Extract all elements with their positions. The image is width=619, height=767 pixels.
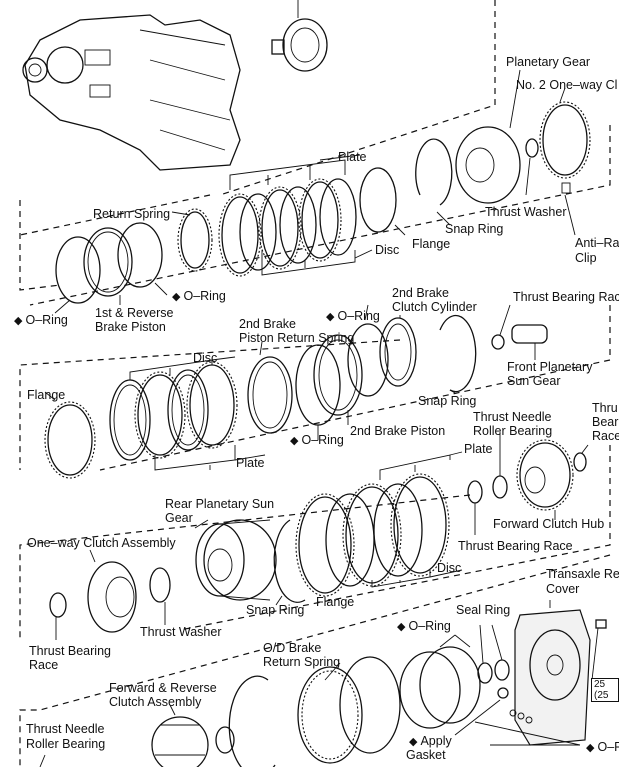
label-text: O–F xyxy=(597,740,619,754)
label-thrust-bearing-race-1: Thrust Bearing Rac xyxy=(513,290,619,304)
label-apply-gasket-1: ◆Apply xyxy=(409,734,452,749)
label-disc-2: Disc xyxy=(193,351,218,365)
diamond-icon: ◆ xyxy=(14,315,23,327)
label-one-way-clutch-assembly: One–way Clutch Assembly xyxy=(27,536,176,550)
label-planetary-gear: Planetary Gear xyxy=(506,55,591,69)
label-thrust-needle-1b: Roller Bearing xyxy=(473,424,553,438)
label-text: O–Ring xyxy=(183,289,226,303)
label-o-ring-3: ◆O–Ring xyxy=(326,309,380,324)
label-o-ring-2: ◆O–Ring xyxy=(172,289,226,304)
label-od-brake-spring-2: Return Spring xyxy=(263,655,341,669)
label-thrust-needle-2a: Thrust Needle xyxy=(26,722,105,736)
label-plate-2: Plate xyxy=(236,456,265,470)
label-flange-2: Flange xyxy=(27,388,66,402)
label-fwd-rev-clutch-2: Clutch Assembly xyxy=(109,695,202,709)
label-text: Apply xyxy=(420,734,452,748)
label-second-brake-spring-2: Piston Return Spring xyxy=(239,331,355,345)
label-text: O–Ring xyxy=(301,433,344,447)
row2-second-brake xyxy=(44,304,548,479)
row3-left-parts xyxy=(49,549,171,640)
diamond-icon: ◆ xyxy=(586,742,595,754)
label-anti-rattle-clip-1: Anti–Ra xyxy=(575,236,619,250)
label-thrust-bearing-race-4a: Thrust Bearing xyxy=(29,644,111,658)
label-o-ring-5: ◆O–Ring xyxy=(397,619,451,634)
row3-forward-clutch xyxy=(194,432,589,606)
label-thrust-bearing-race-2c: Race xyxy=(592,429,619,443)
label-reverse-piston-2: Brake Piston xyxy=(95,320,166,334)
diamond-icon: ◆ xyxy=(290,435,299,447)
label-disc-3: Disc xyxy=(437,561,462,575)
label-thrust-bearing-race-2b: Bear xyxy=(592,415,619,429)
label-anti-rattle-clip-2: Clip xyxy=(575,251,597,265)
label-second-brake-spring-1: 2nd Brake xyxy=(239,317,296,331)
label-seal-ring: Seal Ring xyxy=(456,603,511,617)
label-plate-1: Plate xyxy=(338,150,367,164)
diamond-icon: ◆ xyxy=(326,311,335,323)
label-front-sun-gear-1: Front Planetary xyxy=(507,360,593,374)
label-second-brake-piston: 2nd Brake Piston xyxy=(350,424,446,438)
label-text: O–Ring xyxy=(25,313,68,327)
label-no2-one-way-clutch: No. 2 One–way Cl xyxy=(516,78,618,92)
torque-converter xyxy=(271,0,328,72)
label-forward-clutch-hub: Forward Clutch Hub xyxy=(493,517,605,531)
diamond-icon: ◆ xyxy=(397,621,406,633)
row1-reverse-piston xyxy=(54,222,168,314)
label-transaxle-cover-2: Cover xyxy=(546,582,580,596)
torque-spec-box: 25 (25 xyxy=(591,678,619,702)
label-apply-gasket-2: Gasket xyxy=(406,748,446,762)
row1-clutch-pack xyxy=(171,69,591,277)
label-fwd-rev-clutch-1: Forward & Reverse xyxy=(109,681,217,695)
label-rear-sun-gear-2: Gear xyxy=(165,511,193,525)
label-second-brake-cyl-1: 2nd Brake xyxy=(392,286,449,300)
row4-cover-assembly xyxy=(39,600,607,767)
label-thrust-needle-2b: Roller Bearing xyxy=(26,737,106,751)
label-o-ring-6: ◆O–F xyxy=(586,740,619,755)
label-plate-3: Plate xyxy=(464,442,493,456)
label-second-brake-cyl-2: Clutch Cylinder xyxy=(392,300,477,314)
label-flange-3: Flange xyxy=(316,595,355,609)
group-boundaries xyxy=(19,0,611,767)
transaxle-case xyxy=(22,14,241,171)
label-transaxle-cover-1: Transaxle Re xyxy=(546,567,619,581)
label-o-ring-1: ◆O–Ring xyxy=(14,313,68,328)
label-snap-ring-3: Snap Ring xyxy=(246,603,305,617)
label-thrust-bearing-race-2a: Thru xyxy=(592,401,618,415)
label-return-spring: Return Spring xyxy=(93,207,171,221)
label-thrust-washer-2: Thrust Washer xyxy=(140,625,222,639)
label-snap-ring-2: Snap Ring xyxy=(418,394,477,408)
label-od-brake-spring-1: O/D Brake xyxy=(263,641,322,655)
label-snap-ring-1: Snap Ring xyxy=(445,222,504,236)
label-rear-sun-gear-1: Rear Planetary Sun xyxy=(165,497,275,511)
diamond-icon: ◆ xyxy=(172,291,181,303)
label-thrust-bearing-race-3: Thrust Bearing Race xyxy=(458,539,573,553)
label-flange-1: Flange xyxy=(412,237,451,251)
label-thrust-bearing-race-4b: Race xyxy=(29,658,59,672)
diamond-icon: ◆ xyxy=(409,736,418,748)
label-o-ring-4: ◆O–Ring xyxy=(290,433,344,448)
label-thrust-washer-1: Thrust Washer xyxy=(485,205,567,219)
label-reverse-piston-1: 1st & Reverse xyxy=(95,306,174,320)
label-text: O–Ring xyxy=(408,619,451,633)
label-thrust-needle-1a: Thrust Needle xyxy=(473,410,552,424)
label-text: O–Ring xyxy=(337,309,380,323)
label-front-sun-gear-2: Sun Gear xyxy=(507,374,561,388)
label-disc-1: Disc xyxy=(375,243,400,257)
